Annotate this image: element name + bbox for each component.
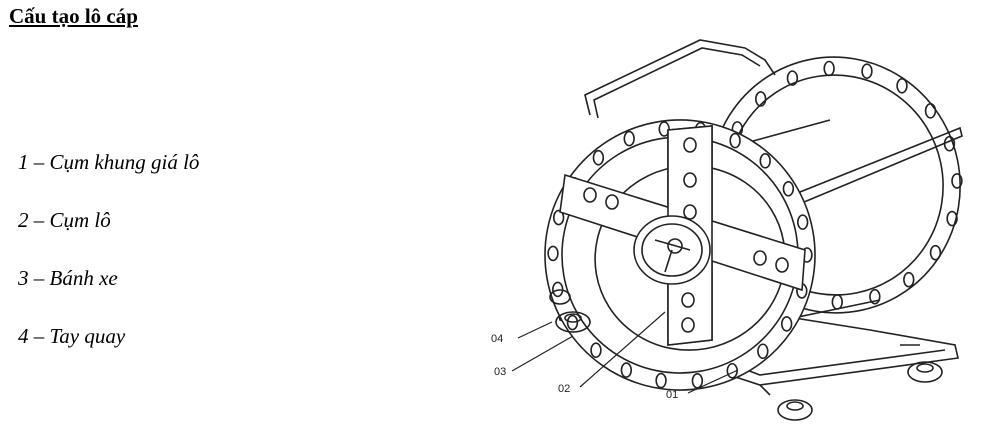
hole [869, 288, 881, 305]
hole [775, 257, 789, 273]
section-title: Cấu tạo lô cáp [9, 4, 138, 28]
crank-handle [654, 239, 691, 273]
wheels [549, 289, 943, 421]
part-item-3: 3 – Bánh xe [18, 266, 118, 290]
hole [831, 294, 843, 310]
callout-leaders [511, 311, 739, 394]
callout-03: 03 [494, 366, 506, 378]
hole [753, 250, 767, 266]
hole [946, 210, 958, 227]
front-ring-holes [547, 121, 813, 389]
hole [658, 121, 670, 137]
frame-handle [584, 39, 776, 116]
hole [780, 316, 793, 332]
hole [552, 281, 564, 298]
crank-hub-icon [667, 238, 683, 254]
hole [620, 362, 633, 378]
callout-02: 02 [558, 383, 570, 395]
hole [623, 130, 635, 147]
hole [755, 91, 767, 107]
plate-holes [583, 137, 789, 333]
hole [757, 343, 769, 360]
hole [655, 372, 667, 389]
part-item-4: 4 – Tay quay [18, 324, 126, 348]
hole [861, 63, 873, 79]
hole [786, 70, 799, 86]
hole [681, 292, 695, 308]
part-item-2: 2 – Cụm lô [18, 208, 111, 232]
hole [681, 317, 695, 333]
hole [683, 137, 697, 153]
hole [729, 132, 741, 149]
hole [605, 194, 619, 210]
part-item-1: 1 – Cụm khung giá lô [18, 150, 200, 174]
hole [683, 204, 697, 220]
hole [924, 103, 937, 119]
hole [590, 342, 602, 359]
hole [547, 245, 559, 262]
hole [683, 172, 697, 188]
hole [796, 214, 809, 230]
callout-04: 04 [491, 333, 503, 345]
hole [929, 244, 942, 261]
hole [896, 77, 908, 94]
hole [691, 373, 704, 389]
frame-side-bar [779, 126, 963, 211]
callout-01: 01 [666, 389, 678, 401]
hole [566, 314, 579, 331]
hole [759, 153, 771, 169]
hole [782, 180, 795, 197]
hole [552, 209, 565, 226]
hole [583, 187, 597, 203]
hole [903, 271, 915, 288]
hole [592, 149, 605, 166]
hole [823, 60, 835, 77]
hole [951, 173, 963, 189]
